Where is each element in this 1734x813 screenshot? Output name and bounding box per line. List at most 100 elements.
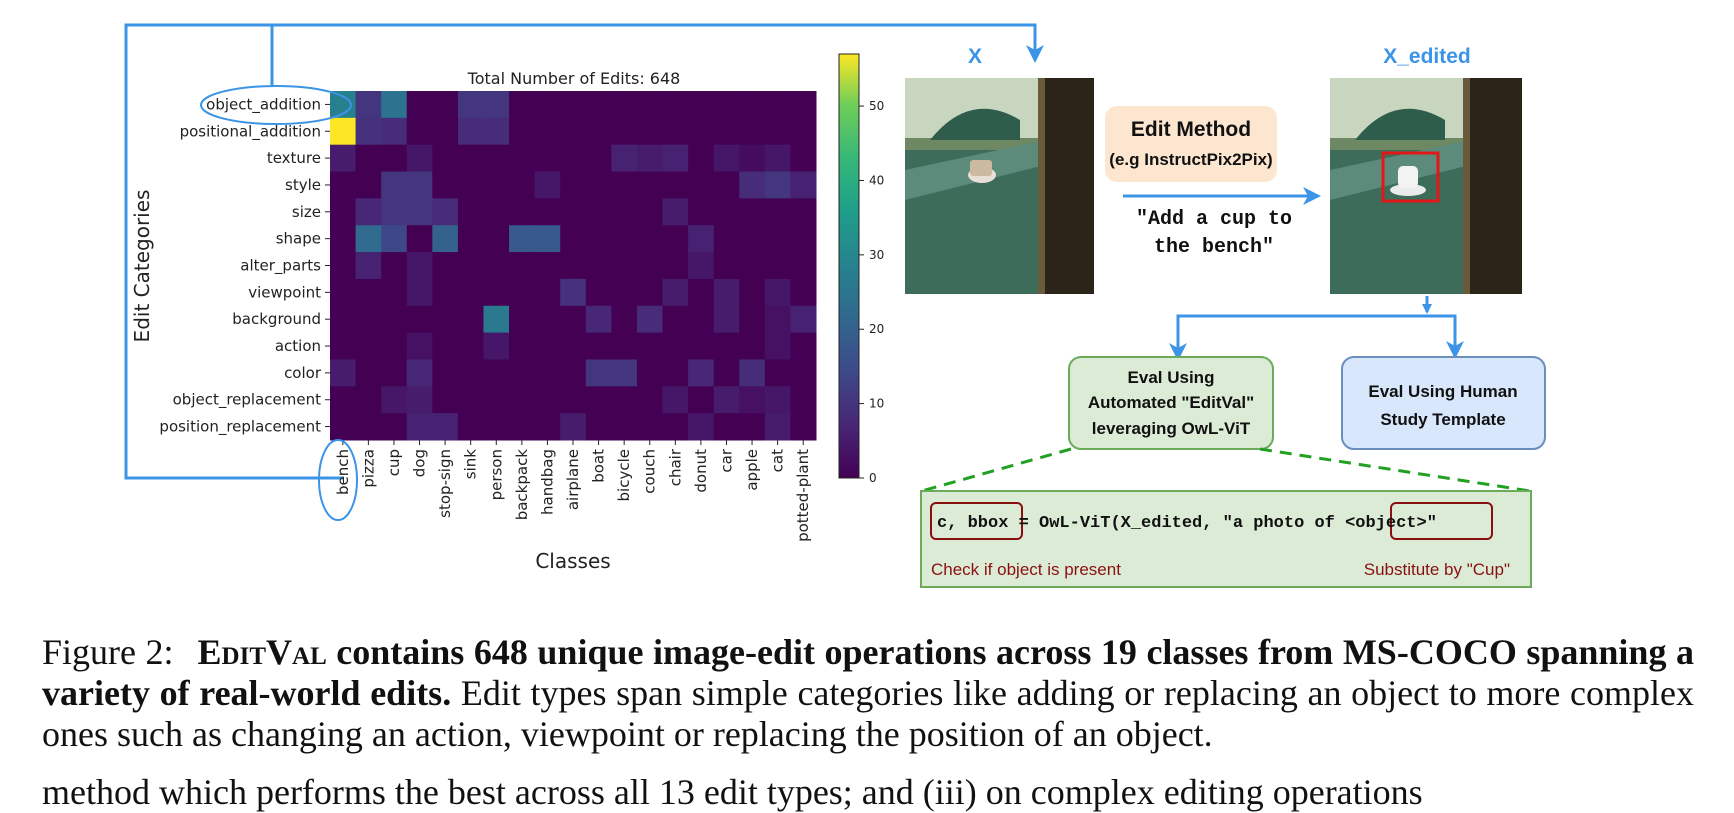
branch-arrows (1169, 296, 1464, 361)
x-tick-label: stop-sign (436, 449, 454, 518)
heatmap-cell (457, 198, 484, 226)
detection-box (1381, 151, 1440, 203)
heatmap-cell (355, 413, 382, 441)
heatmap-cell (560, 413, 587, 441)
prompt-line-1: "Add a cup to (1136, 208, 1292, 231)
heatmap-cell (330, 198, 357, 226)
heatmap-cell (790, 359, 817, 387)
heatmap-cell (585, 171, 612, 199)
heatmap-cell (457, 413, 484, 441)
heatmap-cell (739, 198, 766, 226)
heatmap-cell (636, 278, 664, 307)
heatmap-cell (534, 386, 561, 414)
x-tick-label: sink (462, 449, 480, 479)
heatmap-cell (662, 413, 689, 441)
heatmap: Total Number of Edits: 648 object_additi… (130, 53, 884, 573)
heatmap-cell (688, 144, 715, 173)
heatmap-cell (662, 359, 689, 387)
heatmap-cell (330, 305, 357, 334)
heatmap-cell (713, 252, 740, 280)
heatmap-cell (381, 144, 408, 173)
heatmap-cell (457, 144, 484, 173)
heatmap-cell (688, 413, 715, 441)
heatmap-cell (534, 91, 561, 119)
heatmap-cell (355, 386, 382, 414)
heatmap-cell (432, 171, 459, 199)
heatmap-cell (330, 117, 357, 146)
heatmap-cell (790, 413, 817, 441)
heatmap-cell (764, 413, 791, 441)
x-tick-label: pizza (359, 449, 377, 488)
highlight-bench (318, 439, 358, 521)
heatmap-cell (534, 305, 561, 334)
heatmap-cell (406, 332, 433, 360)
eval-auto-line-2: Automated "EditVal" (1088, 393, 1254, 412)
heatmap-cell (662, 225, 689, 253)
heatmap-cell (585, 225, 612, 253)
heatmap-cell (688, 278, 715, 307)
heatmap-cell (432, 359, 459, 387)
heatmap-cell (483, 252, 510, 280)
heatmap-cell (688, 225, 715, 253)
heatmap-cell (381, 278, 408, 307)
source-image (905, 78, 1094, 294)
heatmap-cell (611, 144, 638, 173)
code-highlight-1 (930, 502, 1023, 540)
x-tick-label: bicycle (615, 449, 633, 501)
x-tick-label: dog (411, 449, 429, 477)
heatmap-cell (636, 198, 664, 226)
heatmap-cell (457, 91, 484, 119)
heatmap-cell (713, 359, 740, 387)
figure-caption: Figure 2:EditVal contains 648 unique ima… (42, 632, 1694, 755)
heatmap-cell (636, 91, 664, 119)
heatmap-cell (381, 252, 408, 280)
heatmap-cell (432, 225, 459, 253)
heatmap-cell (509, 252, 536, 280)
heatmap-cell (560, 332, 587, 360)
heatmap-cell (355, 171, 382, 199)
heatmap-cell (406, 386, 433, 414)
heatmap-cell (739, 171, 766, 199)
heatmap-cell (432, 117, 459, 146)
heatmap-cell (560, 198, 587, 226)
x-tick-label: cup (385, 449, 403, 476)
y-tick-label: alter_parts (240, 257, 321, 276)
heatmap-cell (483, 91, 510, 119)
heatmap-cell (713, 117, 740, 146)
colorbar-tick-label: 0 (869, 471, 877, 485)
eval-human-box (1341, 356, 1546, 450)
heatmap-cell (432, 198, 459, 226)
heatmap-cell (611, 198, 638, 226)
heatmap-cell (457, 225, 484, 253)
heatmap-cell (764, 305, 791, 334)
heatmap-cell (355, 332, 382, 360)
heatmap-cell (611, 359, 638, 387)
heatmap-cell (509, 117, 536, 146)
heatmap-cell (713, 278, 740, 307)
heatmap-cell (688, 252, 715, 280)
heatmap-cell (483, 225, 510, 253)
heatmap-cell (560, 144, 587, 173)
heatmap-cell (585, 144, 612, 173)
heatmap-cell (509, 359, 536, 387)
figure-canvas: Total Number of Edits: 648 object_additi… (124, 23, 1546, 588)
y-tick-labels: object_additionpositional_additiontextur… (159, 95, 330, 437)
eval-auto-box (1068, 356, 1274, 450)
heatmap-cell (509, 332, 536, 360)
heatmap-cell (330, 359, 357, 387)
heatmap-cell (355, 278, 382, 307)
caption-bold-text: contains 648 unique image-edit operation… (42, 632, 1694, 713)
heatmap-cell (790, 252, 817, 280)
eval-human-line-2: Study Template (1380, 410, 1505, 429)
body-text-continuation: method which performs the best across al… (42, 772, 1423, 812)
heatmap-cell (636, 359, 664, 387)
heatmap-cell (355, 225, 382, 253)
heatmap-cell (560, 386, 587, 414)
prompt-line-2: the bench" (1154, 236, 1274, 259)
heatmap-cell (457, 332, 484, 360)
x-label: X (968, 45, 982, 68)
caption-label: Figure 2: (42, 632, 174, 672)
caption-body-text: Edit types span simple categories like a… (42, 673, 1694, 754)
heatmap-cell (688, 198, 715, 226)
